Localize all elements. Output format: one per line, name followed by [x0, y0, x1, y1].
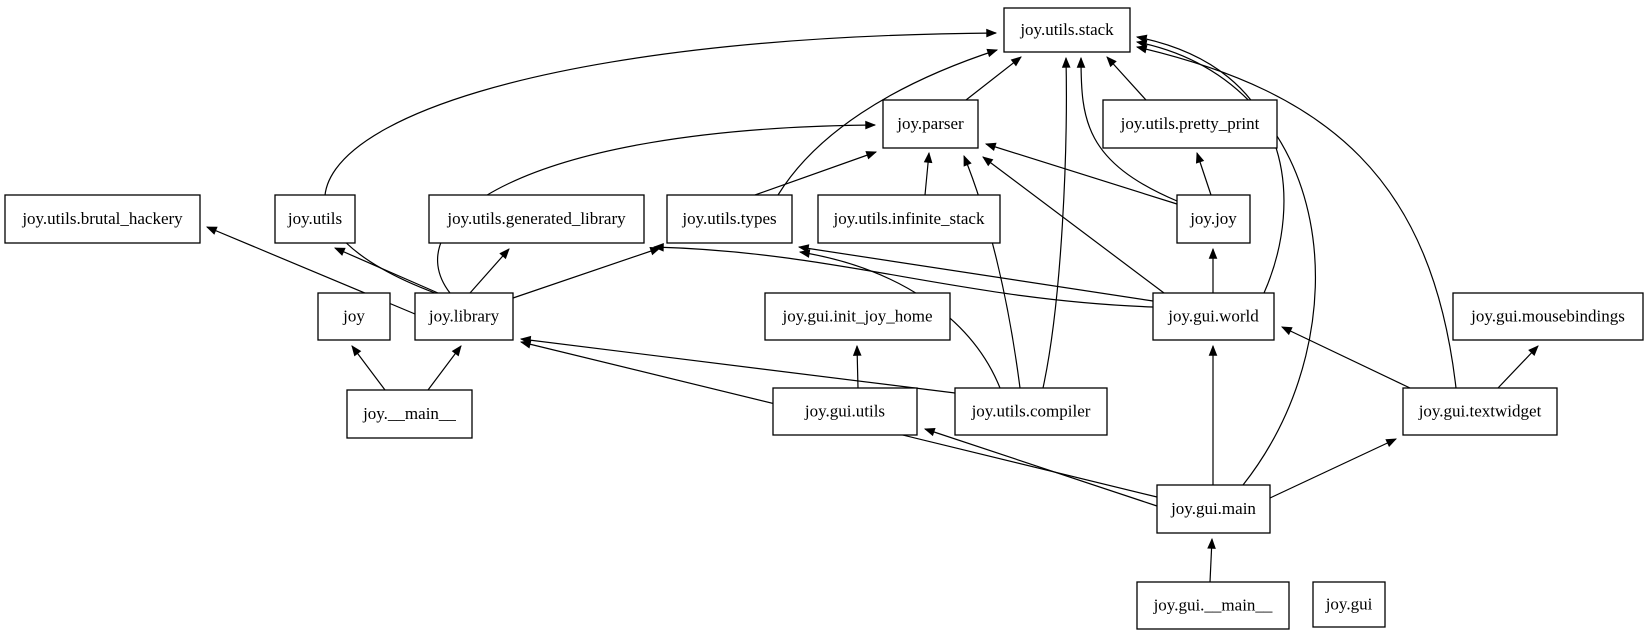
edge-world-to-parser	[982, 156, 1165, 294]
edge-joyjoy-to-pretty_print	[1195, 151, 1212, 196]
node-brutal_hackery: joy.utils.brutal_hackery	[4, 194, 201, 244]
node-box-types	[666, 194, 793, 244]
node-joy_main: joy.__main__	[346, 389, 473, 439]
node-box-world	[1152, 292, 1275, 341]
node-label-joy: joy	[342, 306, 365, 325]
node-init_joy_home: joy.gui.init_joy_home	[764, 292, 951, 341]
node-gui_main: joy.gui.main	[1156, 484, 1271, 534]
node-label-gui: joy.gui	[1325, 594, 1373, 613]
node-label-brutal_hackery: joy.utils.brutal_hackery	[21, 209, 183, 228]
edge-parser-to-stack	[965, 56, 1022, 101]
edge-gui_main-to-textwidget	[1269, 438, 1397, 499]
edge-compiler-to-parser	[963, 154, 1021, 389]
node-box-compiler	[954, 387, 1108, 436]
node-box-parser	[882, 99, 979, 149]
node-box-joy_main	[346, 389, 473, 439]
node-mousebindings: joy.gui.mousebindings	[1452, 292, 1644, 341]
edge-textwidget-to-world	[1281, 326, 1411, 389]
node-label-generated_library: joy.utils.generated_library	[446, 209, 626, 228]
node-infinite_stack: joy.utils.infinite_stack	[817, 194, 1001, 244]
node-label-utils: joy.utils	[287, 209, 342, 228]
node-label-world: joy.gui.world	[1167, 306, 1259, 325]
edge-library-to-types	[512, 247, 662, 299]
edge-joy_main-to-library	[427, 345, 462, 391]
node-label-gui_main: joy.gui.main	[1170, 499, 1256, 518]
node-box-gui_main	[1156, 484, 1271, 534]
node-label-stack: joy.utils.stack	[1019, 20, 1114, 39]
node-types: joy.utils.types	[666, 194, 793, 244]
edge-library-to-stack	[324, 28, 998, 294]
node-label-init_joy_home: joy.gui.init_joy_home	[781, 306, 932, 325]
edge-compiler-to-library	[519, 335, 956, 394]
node-box-init_joy_home	[764, 292, 951, 341]
node-generated_library: joy.utils.generated_library	[428, 194, 645, 244]
node-box-brutal_hackery	[4, 194, 201, 244]
node-label-library: joy.library	[428, 306, 500, 325]
node-library: joy.library	[414, 292, 514, 341]
edge-infinite_stack-to-parser	[923, 151, 933, 196]
node-label-parser: joy.parser	[896, 114, 964, 133]
node-label-gui_utils: joy.gui.utils	[804, 401, 885, 420]
edge-world-to-types	[797, 244, 1154, 302]
edge-textwidget-to-stack	[1135, 45, 1457, 389]
node-box-utils	[274, 194, 356, 244]
node-box-joyjoy	[1176, 194, 1251, 244]
node-box-gui_main_main	[1136, 581, 1290, 630]
node-label-pretty_print: joy.utils.pretty_print	[1120, 114, 1260, 133]
node-box-infinite_stack	[817, 194, 1001, 244]
edge-gui_main-to-stack	[1135, 39, 1317, 486]
node-compiler: joy.utils.compiler	[954, 387, 1108, 436]
edge-world-to-stack	[1135, 34, 1285, 294]
node-box-gui	[1312, 581, 1386, 628]
node-parser: joy.parser	[882, 99, 979, 149]
edge-gui_main-to-gui_utils	[923, 427, 1158, 507]
node-box-stack	[1003, 7, 1131, 53]
edge-types-to-stack	[777, 48, 999, 196]
edge-gui_utils-to-init_joy_home	[852, 344, 862, 389]
edge-library-to-parser	[437, 120, 877, 294]
node-joy: joy	[317, 292, 391, 341]
node-label-infinite_stack: joy.utils.infinite_stack	[833, 209, 985, 228]
node-box-textwidget	[1402, 387, 1558, 436]
node-textwidget: joy.gui.textwidget	[1402, 387, 1558, 436]
node-pretty_print: joy.utils.pretty_print	[1102, 99, 1278, 149]
edge-textwidget-to-mousebindings	[1497, 345, 1539, 389]
node-label-joy_main: joy.__main__	[362, 404, 456, 423]
edge-gui_main_main-to-gui_main	[1207, 537, 1216, 583]
node-joyjoy: joy.joy	[1176, 194, 1251, 244]
node-utils: joy.utils	[274, 194, 356, 244]
node-label-textwidget: joy.gui.textwidget	[1418, 401, 1542, 420]
node-label-compiler: joy.utils.compiler	[971, 401, 1091, 420]
edge-library-to-generated_library	[469, 248, 510, 294]
node-box-library	[414, 292, 514, 341]
node-gui_main_main: joy.gui.__main__	[1136, 581, 1290, 630]
node-label-gui_main_main: joy.gui.__main__	[1153, 595, 1273, 614]
node-box-generated_library	[428, 194, 645, 244]
edge-joy_main-to-joy	[351, 345, 386, 391]
edge-types-to-parser	[754, 151, 878, 196]
edge-joyjoy-to-parser	[984, 142, 1178, 205]
node-box-mousebindings	[1452, 292, 1644, 341]
node-box-joy	[317, 292, 391, 341]
node-label-joyjoy: joy.joy	[1189, 209, 1237, 228]
edge-pretty_print-to-stack	[1106, 56, 1147, 101]
edge-joyjoy-to-stack	[1076, 56, 1178, 202]
edge-library-to-utils	[334, 247, 439, 294]
node-gui: joy.gui	[1312, 581, 1386, 628]
edge-compiler-to-stack	[1042, 56, 1071, 389]
node-gui_utils: joy.gui.utils	[772, 387, 918, 436]
node-stack: joy.utils.stack	[1003, 7, 1131, 53]
edge-world-to-generated_library	[652, 242, 1154, 308]
node-box-gui_utils	[772, 387, 918, 436]
node-label-mousebindings: joy.gui.mousebindings	[1470, 306, 1625, 325]
node-world: joy.gui.world	[1152, 292, 1275, 341]
node-box-pretty_print	[1102, 99, 1278, 149]
node-label-types: joy.utils.types	[681, 209, 776, 228]
